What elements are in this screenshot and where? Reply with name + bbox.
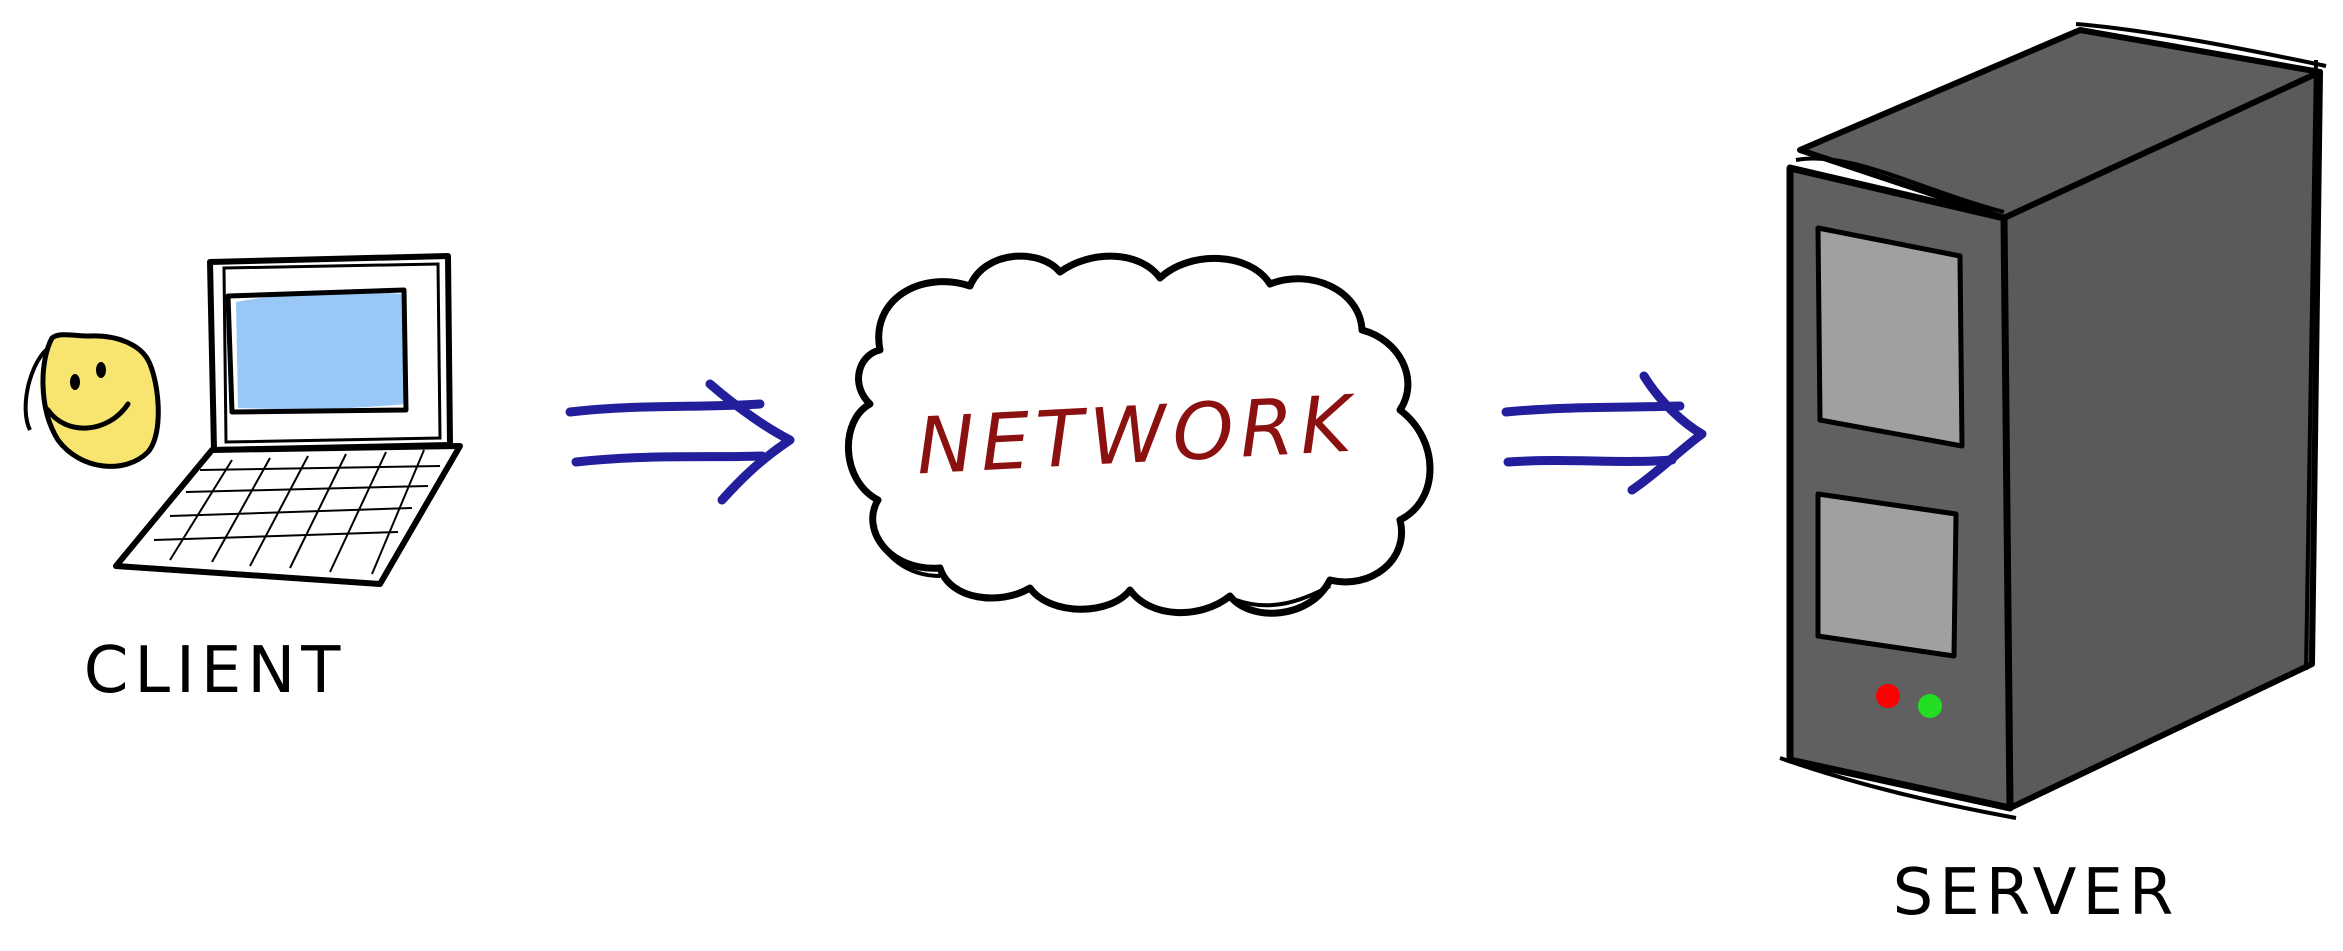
- cloud-icon: [845, 252, 1434, 617]
- client-label: CLIENT: [84, 634, 347, 708]
- server-tower-icon: [1779, 22, 2327, 820]
- green-led-icon: [1918, 694, 1942, 718]
- arrow-network-to-server: [1501, 371, 1707, 495]
- arrow-client-to-network: [565, 379, 795, 505]
- server-label: SERVER: [1893, 856, 2180, 930]
- laptop-icon: [113, 253, 463, 587]
- client-node: CLIENT: [23, 253, 463, 708]
- smiley-icon: [23, 332, 161, 469]
- red-led-icon: [1876, 684, 1900, 708]
- network-node: NETWORK: [845, 252, 1434, 617]
- server-node: SERVER: [1779, 22, 2327, 930]
